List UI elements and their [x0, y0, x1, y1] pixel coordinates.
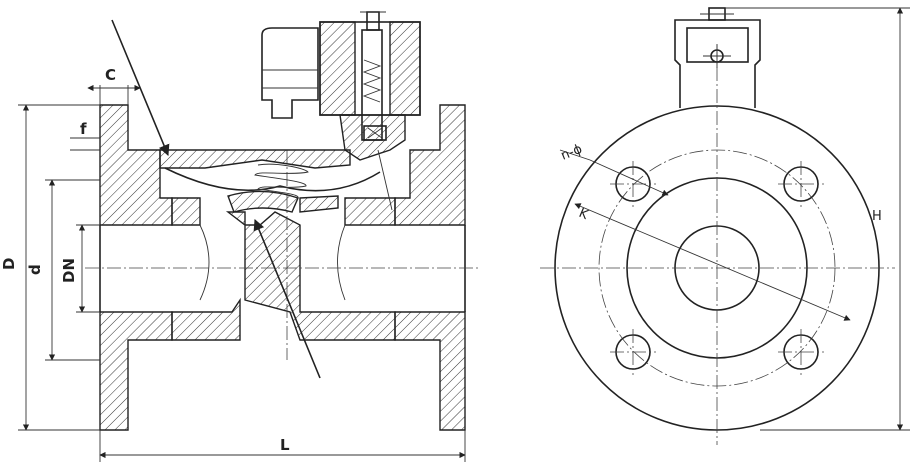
label-d: d: [26, 264, 44, 275]
bolt-hole-centerlines: [610, 161, 824, 375]
dim-DN: DN: [60, 224, 100, 313]
plunger-spring: [362, 59, 382, 103]
body-partition: [225, 211, 396, 341]
label-f: f: [80, 120, 87, 138]
dim-K: K: [574, 203, 851, 321]
label-D: D: [0, 258, 18, 270]
solenoid-coil-right: [389, 21, 421, 116]
label-K: K: [576, 206, 590, 223]
pilot-line: [377, 149, 393, 211]
dim-c: C: [87, 66, 141, 105]
front-section-view: C f D d DN: [0, 11, 480, 462]
bore-curve-right: [337, 224, 346, 301]
coil-nut: [366, 11, 380, 31]
dim-L: L: [99, 430, 466, 462]
dim-d: d: [26, 179, 100, 361]
side-coil-box: [686, 27, 749, 63]
left-flange-lower: [99, 311, 173, 431]
main-spring: [254, 163, 309, 199]
right-flange-lower: [394, 311, 466, 431]
label-c: C: [105, 66, 116, 84]
dim-n-phi: n-ϕ: [559, 142, 669, 196]
solenoid-coil-left: [319, 21, 356, 116]
left-flange: [99, 104, 173, 226]
dim-f: f: [70, 120, 100, 151]
label-n-phi: n-ϕ: [559, 142, 585, 164]
pilot-seat: [363, 125, 387, 141]
bore-curve-left: [199, 224, 210, 301]
body-upper-wall-right: [344, 197, 396, 226]
label-L: L: [280, 436, 290, 454]
label-DN: DN: [60, 258, 78, 283]
diaphragm-seal: [299, 195, 339, 213]
cable-connector: [261, 27, 319, 119]
diaphragm: [227, 190, 299, 213]
pilot-seat-cross-b: [367, 127, 383, 139]
bonnet-cover: [159, 149, 351, 169]
diaphragm-chamber: [164, 167, 381, 192]
label-H: H: [872, 209, 882, 224]
pilot-head: [339, 114, 406, 161]
side-flange-view: H n-ϕ K: [540, 7, 910, 445]
dim-D: D: [0, 104, 100, 431]
body-lower-wall: [171, 297, 241, 341]
flow-arrow-out: [253, 218, 321, 379]
dim-H: H: [725, 7, 910, 431]
body-upper-wall: [171, 197, 201, 226]
